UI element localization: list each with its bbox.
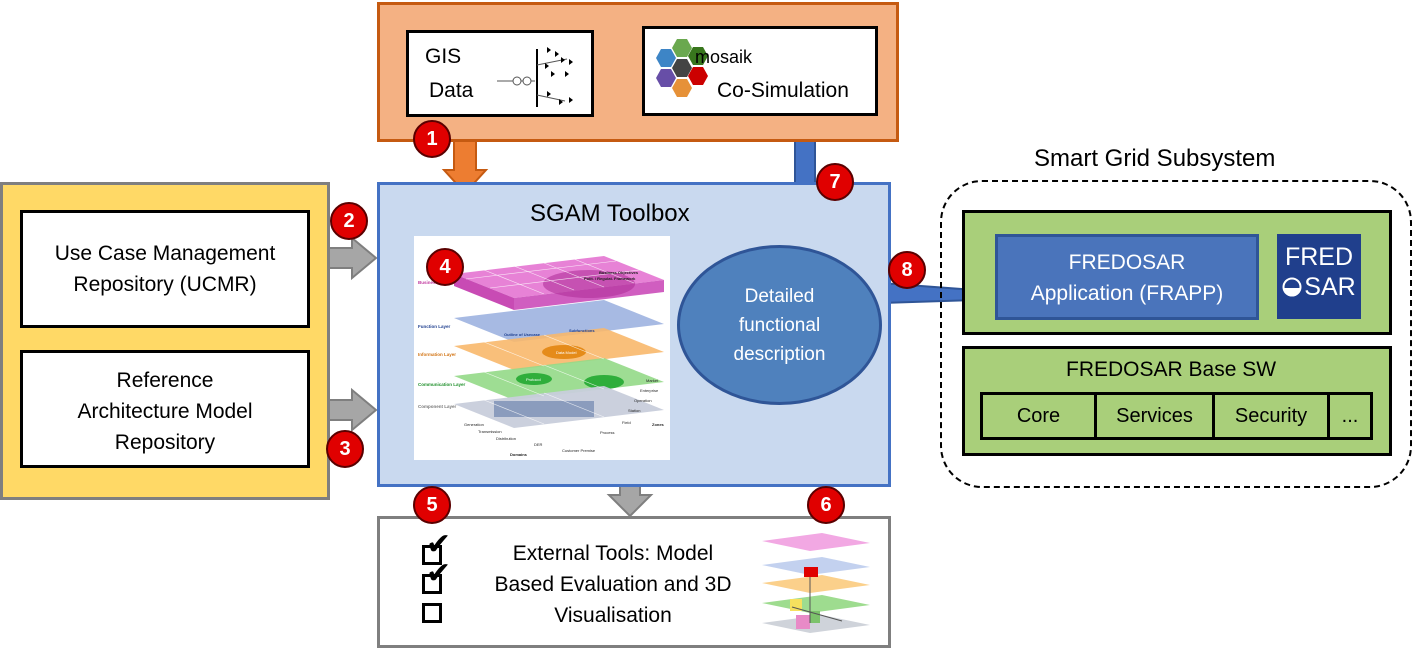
domain-der: DER xyxy=(534,442,543,447)
layer-label-communication: Communication Layer xyxy=(418,382,466,387)
mosaik-label: Co-Simulation xyxy=(717,79,849,102)
frapp-line1: FREDOSAR xyxy=(1068,251,1186,274)
reference-architecture-box[interactable]: Reference Architecture Model Repository xyxy=(20,350,310,468)
layer-label-information: Information Layer xyxy=(418,352,456,357)
gis-data-box[interactable]: GIS Data xyxy=(406,30,594,117)
zone-process: Process xyxy=(600,430,614,435)
mosaik-logo-text: mosaik xyxy=(695,47,753,67)
axis-zones-title: Zones xyxy=(652,422,665,427)
axis-domains-title: Domains xyxy=(510,452,528,457)
checkmark-icon: ✔ xyxy=(426,527,452,562)
domain-customer-premise: Customer Premise xyxy=(562,448,596,453)
fredosar-application-box[interactable]: FREDOSAR Application (FRAPP) xyxy=(995,234,1259,320)
smart-grid-title: Smart Grid Subsystem xyxy=(1034,145,1276,172)
domain-distribution: Distribution xyxy=(496,436,516,441)
3d-visualisation-thumbnail xyxy=(762,533,870,633)
label-protocol: Protocol xyxy=(526,377,541,382)
external-line3: Visualisation xyxy=(554,604,672,627)
business-ellipse xyxy=(543,270,635,298)
label-outline: Outline of Usecase xyxy=(504,332,541,337)
gis-label-line2: Data xyxy=(429,79,474,102)
zone-enterprise: Enterprise xyxy=(640,388,659,393)
ucmr-label: Use Case Management Repository (UCMR) xyxy=(54,242,276,296)
functional-description-text: Detailed functional description xyxy=(733,285,826,365)
fredosar-logo: FRED SAR xyxy=(1277,234,1361,319)
mosaik-box[interactable]: mosaik Co-Simulation xyxy=(642,26,878,116)
communication-layer-plane xyxy=(454,358,664,400)
checkbox-checked-2[interactable] xyxy=(422,574,442,594)
frapp-line2: Application (FRAPP) xyxy=(1030,282,1224,305)
step-badge-3: 3 xyxy=(326,430,364,468)
step-badge-6: 6 xyxy=(807,486,845,524)
half-circle-icon xyxy=(1282,277,1302,297)
functional-description-ellipse[interactable]: Detailed functional description xyxy=(677,245,882,405)
label-business-objectives: Business Objectives xyxy=(599,270,639,275)
fredosar-logo-top: FRED xyxy=(1284,243,1354,271)
external-tools-text: External Tools: Model Based Evaluation a… xyxy=(468,538,758,631)
step-badge-7: 7 xyxy=(816,163,854,201)
label-subfunctions: Subfunctions xyxy=(569,328,595,333)
layer-label-component: Component Layer xyxy=(418,404,457,409)
label-data-model: Data Model xyxy=(556,350,577,355)
smart-grid-subsystem-panel xyxy=(940,180,1412,488)
step-badge-1: 1 xyxy=(413,120,451,158)
step-badge-5: 5 xyxy=(413,486,451,524)
checkmark-icon: ✔ xyxy=(426,556,452,591)
function-layer-plane xyxy=(454,300,664,342)
mosaik-logo-icon xyxy=(656,39,708,97)
zone-market: Market xyxy=(646,378,659,383)
checkbox-unchecked[interactable] xyxy=(422,603,442,623)
checkbox-checked-1[interactable] xyxy=(422,545,442,565)
external-line2: Based Evaluation and 3D xyxy=(494,573,732,596)
ref-line3: Repository xyxy=(114,431,216,454)
module-more[interactable]: ... xyxy=(1327,392,1373,440)
ref-line1: Reference xyxy=(116,369,214,392)
module-services[interactable]: Services xyxy=(1094,392,1215,440)
gis-label-line1: GIS xyxy=(425,45,462,68)
ref-line2: Architecture Model xyxy=(77,400,253,423)
sgam-toolbox-title: SGAM Toolbox xyxy=(530,200,690,227)
label-polit: Polit. / Regulat. Framework xyxy=(584,276,636,281)
module-security[interactable]: Security xyxy=(1212,392,1330,440)
module-core[interactable]: Core xyxy=(980,392,1097,440)
domain-transmission: Transmission xyxy=(478,429,502,434)
step-badge-4: 4 xyxy=(426,248,464,286)
layer-label-function: Function Layer xyxy=(418,324,451,329)
zone-operation: Operation xyxy=(634,398,652,403)
domain-generation: Generation xyxy=(464,422,484,427)
step-badge-2: 2 xyxy=(330,202,368,240)
zone-station: Station xyxy=(628,408,640,413)
fredosar-base-title: FREDOSAR Base SW xyxy=(1066,358,1277,381)
step-badge-8: 8 xyxy=(888,251,926,289)
fredosar-logo-bottom: SAR xyxy=(1304,273,1356,301)
zone-field: Field xyxy=(622,420,631,425)
gis-network-icon xyxy=(497,47,573,107)
ucmr-box[interactable]: Use Case Management Repository (UCMR) xyxy=(20,210,310,328)
external-line1: External Tools: Model xyxy=(512,542,714,565)
